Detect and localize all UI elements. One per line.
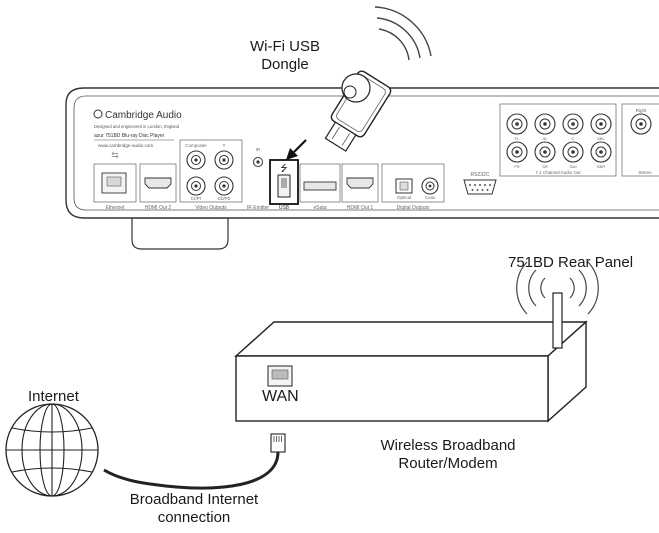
c-label: C [572, 136, 575, 141]
rear-panel: Cambridge Audio Designed and engineered … [65, 87, 659, 250]
right-label: Right [636, 108, 647, 113]
hdmi-out-2-port [144, 177, 172, 189]
connection-label: Broadband Internet connection [129, 491, 259, 526]
rca-jack [506, 141, 528, 163]
stereo-zone [621, 103, 659, 177]
internet-globe-icon [5, 403, 99, 497]
brand-logo-icon [93, 109, 103, 119]
composite-label: Composite [185, 143, 207, 148]
ir-label: IR [256, 147, 261, 152]
brand-website: www.cambridge-audio.com [98, 143, 153, 148]
esata-label: eSata [313, 205, 326, 211]
optical-label: Optical [397, 195, 411, 200]
sbl-label: SBL [597, 136, 605, 141]
video-outputs-zone [179, 139, 243, 203]
dongle-label: Wi-Fi USB Dongle [250, 38, 320, 73]
channel-audio-zone [499, 103, 617, 177]
sbr-label: SBR [597, 164, 605, 169]
cr-pr-label: Cr/Pr [191, 196, 202, 201]
brand-tagline: Designed and engineered in London, Engla… [94, 124, 180, 129]
rca-jack [590, 113, 612, 135]
fr-label: FR [514, 164, 519, 169]
internet-label: Internet [28, 388, 79, 405]
cable-line [103, 451, 280, 490]
rs232c-label: RS232C [471, 172, 490, 178]
ethernet-port-socket [106, 176, 122, 187]
coax-label: Coax [425, 195, 436, 200]
hdmi-out-1-port [346, 177, 374, 189]
digital-outputs-zone [381, 163, 445, 203]
hdmi-out-1-label: HDMI Out 1 [347, 205, 374, 211]
ethernet-label: Ethernet [106, 205, 126, 211]
rca-jack [506, 113, 528, 135]
hdmi-out-2-label: HDMI Out 2 [145, 205, 172, 211]
wan-port-socket [271, 369, 289, 380]
digital-outputs-label: Digital Outputs [397, 205, 430, 211]
rca-jack [562, 113, 584, 135]
rca-jack [590, 141, 612, 163]
router-wifi-waves-icon [516, 261, 599, 315]
cb-pb-label: Cb/Pb [218, 196, 231, 201]
esata-zone [299, 163, 341, 203]
rs232c-port [463, 179, 497, 195]
router-antenna [552, 292, 563, 349]
panel-foot [131, 217, 229, 250]
rca-jack [630, 113, 652, 135]
rca-jack [534, 113, 556, 135]
sl-label: SL [543, 136, 549, 141]
broadband-cable [103, 433, 286, 490]
rear-panel-caption: 751BD Rear Panel [508, 254, 634, 271]
rca-jack [534, 141, 556, 163]
hdmi-out-1-zone [341, 163, 379, 203]
model-name: azur 751BD Blu-ray Disc Player [94, 133, 165, 139]
network-icon: ⇆ [111, 150, 119, 160]
insert-arrow-head [286, 148, 298, 160]
hdmi-out-2-zone [139, 163, 177, 203]
wireless-router [234, 261, 599, 423]
rca-jack [186, 176, 206, 196]
coax-jack [421, 177, 439, 195]
esata-port [303, 181, 337, 191]
router-top [234, 321, 588, 357]
rca-jack [214, 150, 234, 170]
sr-label: SR [542, 164, 548, 169]
rca-jack [186, 150, 206, 170]
brand-name: Cambridge Audio [105, 110, 182, 121]
dongle-wifi-waves-icon [374, 6, 432, 61]
stereo-label: Stereo [638, 170, 652, 175]
router-label: Wireless Broadband Router/Modem [380, 437, 516, 472]
channel-audio-out-label: 7.1 Channel Audio Out [535, 170, 581, 175]
rca-jack [214, 176, 234, 196]
usb-label: USB [279, 205, 290, 211]
video-outputs-label: Video Outputs [195, 205, 227, 211]
sub-label: Sub [569, 164, 577, 169]
insert-arrow [293, 139, 307, 153]
usb-icon: ⭍ [280, 163, 288, 173]
panel-inner-edge [73, 95, 659, 211]
fl-label: FL [515, 136, 520, 141]
y-label: Y [222, 143, 225, 148]
cable-plug [270, 433, 286, 453]
ethernet-zone [93, 163, 137, 203]
wifi-usb-dongle [286, 6, 432, 160]
rca-jack [562, 141, 584, 163]
ir-emitter-label: IR Emitter [247, 205, 270, 211]
wan-label: WAN [262, 388, 299, 405]
